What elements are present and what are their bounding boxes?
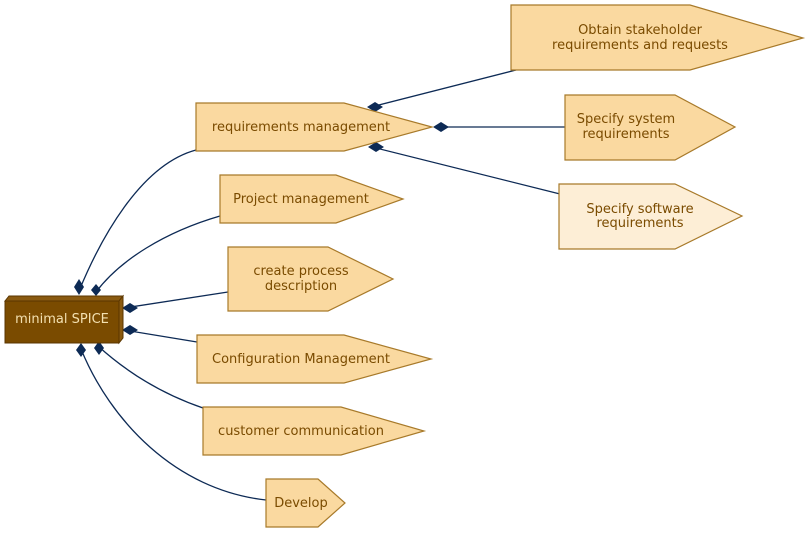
root-node-label: minimal SPICE [15,312,109,327]
node-label-line-2: requirements [597,216,684,231]
node-shape [219,174,405,224]
node-configuration-management[interactable]: Configuration Management [196,334,434,384]
node-create-process-description[interactable]: create process description [227,246,395,312]
edge-root-customer-diamond [94,341,104,355]
node-shape [510,4,806,71]
node-label-line-1: create process [253,264,349,279]
node-label: Project management [233,192,369,207]
node-label-line-2: description [265,279,337,294]
node-label-line-1: Specify system [577,112,675,127]
edge-root-create [123,291,229,309]
node-shape [195,102,435,152]
req-edges [367,69,566,195]
edge-root-develop [80,348,267,501]
node-label-line-2: requirements [583,127,670,142]
root-node[interactable]: minimal SPICE [3,294,125,345]
node-label: Develop [274,496,328,511]
node-shape [558,183,744,250]
node-requirements-management[interactable]: requirements management [195,102,435,152]
edge-root-req-diamond [74,279,84,295]
node-customer-communication[interactable]: customer communication [202,406,427,456]
node-shape [202,406,427,456]
node-label-line-1: Specify software [586,202,693,217]
edge-req-software [375,147,561,195]
node-shape [564,94,737,161]
root-node-face [4,300,120,344]
edge-req-stake [374,69,517,107]
edge-root-config [123,329,198,343]
edge-root-create-diamond [122,303,138,313]
node-specify-software-requirements[interactable]: Specify software requirements [558,183,744,250]
edge-root-proj-diamond [91,284,101,296]
node-label-line-1: Obtain stakeholder [578,23,702,38]
edge-root-proj [95,215,221,293]
edge-root-customer [97,345,204,409]
node-shape [196,334,434,384]
edge-req-stake-diamond [367,102,383,112]
node-label-line-2: requirements and requests [552,38,728,53]
edge-req-software-diamond [368,142,384,152]
root-node-side [118,294,124,345]
node-shape [265,478,346,528]
edge-req-system-diamond [433,122,449,132]
edge-root-develop-diamond [76,343,86,357]
edge-root-config-diamond [122,325,138,335]
edge-root-req [78,149,197,292]
node-shape [227,246,395,312]
node-develop[interactable]: Develop [265,478,346,528]
node-obtain-stakeholder-requirements[interactable]: Obtain stakeholder requirements and requ… [510,4,806,71]
node-label: customer communication [218,424,384,439]
node-project-management[interactable]: Project management [219,174,405,224]
node-label: Configuration Management [212,352,390,367]
node-label: requirements management [212,120,390,135]
node-specify-system-requirements[interactable]: Specify system requirements [564,94,737,161]
root-node-top [3,295,125,302]
root-edges [74,149,267,501]
